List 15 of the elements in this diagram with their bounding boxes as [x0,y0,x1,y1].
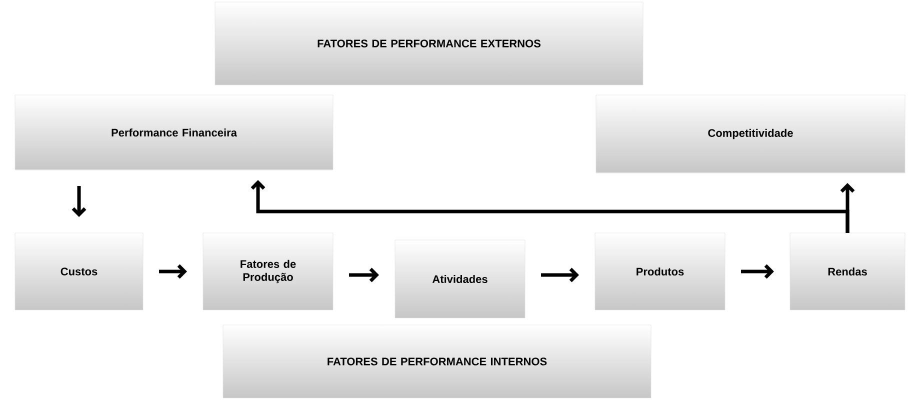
process-box: Fatores de Produção [202,232,334,310]
arrow [541,268,579,282]
process-box: Competitividade [596,94,906,174]
arrow [741,264,774,279]
arrow [159,264,188,279]
process-box: Rendas [790,232,906,310]
process-box: Produtos [594,232,726,310]
process-box: Performance Financeira [14,94,334,170]
heading-band: FATORES DE PERFORMANCE EXTERNOS [214,2,644,86]
arrow [840,183,855,233]
process-box: Custos [14,232,144,310]
arrow [72,186,86,217]
arrow [349,268,379,282]
heading-band: FATORES DE PERFORMANCE INTERNOS [222,324,652,398]
process-box: Atividades [394,240,526,318]
